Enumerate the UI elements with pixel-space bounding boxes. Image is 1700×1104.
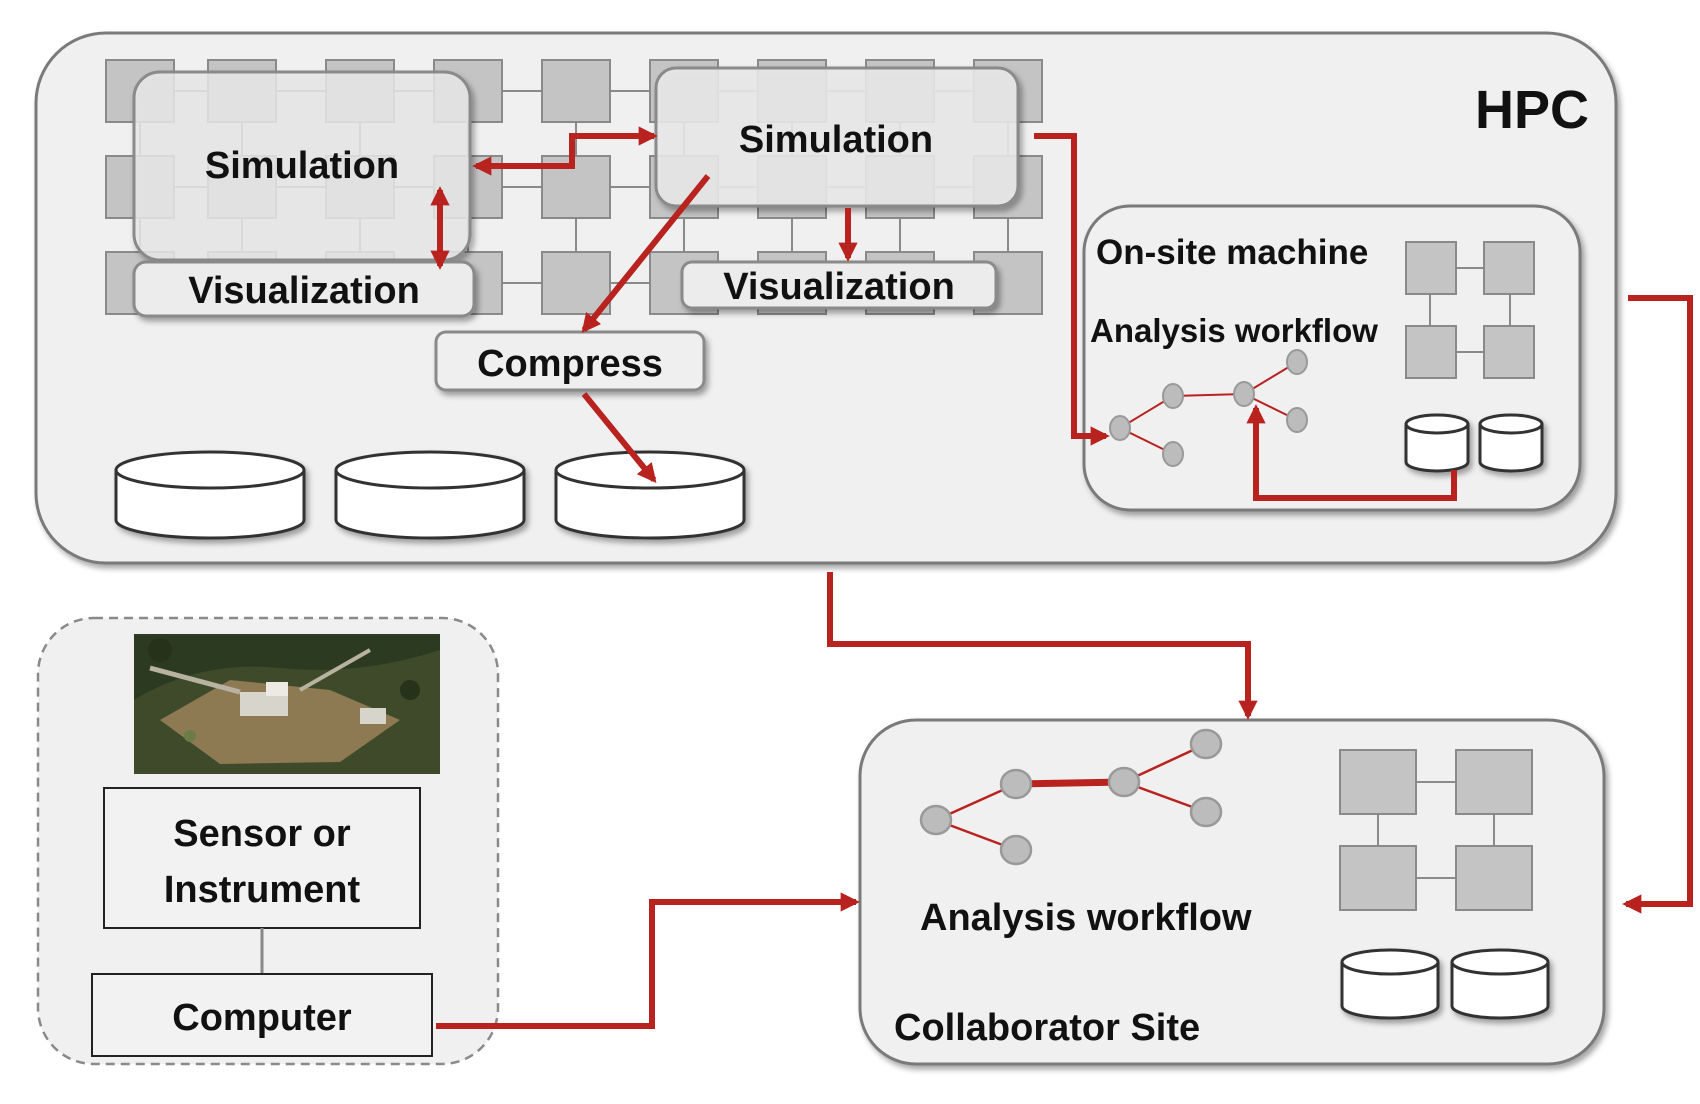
workflow-node [999, 768, 1033, 800]
workflow-node [1162, 441, 1184, 467]
data-flow-arrows [430, 126, 1693, 1029]
workflow-node [1286, 407, 1308, 433]
workflow-node [1189, 728, 1223, 760]
arrow-sim-exchange [472, 126, 658, 176]
workflow-node [1107, 766, 1141, 798]
storage-drum [1340, 948, 1440, 1020]
arrow-computer-collaborator [436, 892, 860, 1029]
workflow-node [1233, 381, 1255, 407]
simulation-left-label: Simulation [205, 145, 399, 187]
compress-label: Compress [477, 343, 663, 385]
onsite-machine-panel: On-site machine Analysis workflow [1082, 204, 1582, 512]
storage-drum [1478, 413, 1544, 473]
workflow-node [1162, 383, 1184, 409]
visualization-right-label: Visualization [723, 266, 955, 308]
sensor-label-line2: Instrument [164, 869, 361, 911]
onsite-storage [1404, 413, 1544, 473]
aerial-facility-photo [134, 634, 440, 774]
compute-node [541, 59, 611, 123]
onsite-title: On-site machine [1096, 233, 1368, 272]
collaborator-storage [1340, 948, 1550, 1020]
storage-drum [334, 450, 526, 540]
collaborator-workflow-label: Analysis workflow [920, 897, 1252, 939]
hpc-storage [114, 450, 746, 540]
instrument-panel: Sensor or Instrument Computer [36, 616, 500, 1066]
compute-node [541, 251, 611, 315]
workflow-node [1109, 415, 1131, 441]
workflow-node [999, 834, 1033, 866]
hpc-title: HPC [1475, 80, 1589, 140]
onsite-workflow-graph [1109, 349, 1308, 467]
collaborator-title: Collaborator Site [894, 1007, 1200, 1049]
compress-box: Compress [434, 330, 706, 392]
arrow-sim-compress [581, 174, 711, 333]
collaborator-workflow-graph [919, 728, 1223, 866]
storage-drum [114, 450, 306, 540]
arrow-sim-onsite [1034, 133, 1110, 446]
collaborator-panel: Collaborator Site Analysis workflow [858, 718, 1606, 1066]
sensor-box: Sensor or Instrument [103, 787, 421, 929]
visualization-left: Visualization [132, 260, 476, 318]
onsite-node-grid [1405, 241, 1535, 379]
collaborator-node-grid [1339, 749, 1533, 911]
simulation-right: Simulation [654, 66, 1020, 208]
visualization-right: Visualization [680, 260, 998, 310]
workflow-node [919, 804, 953, 836]
workflow-node [1189, 796, 1223, 828]
arrow-compress-storage [581, 392, 657, 483]
arrow-onsite-collaborator [1622, 295, 1693, 914]
storage-drum [554, 450, 746, 540]
onsite-workflow-label: Analysis workflow [1090, 312, 1378, 349]
simulation-left: Simulation [132, 70, 472, 262]
computer-box: Computer [91, 973, 433, 1057]
storage-drum [1450, 948, 1550, 1020]
simulation-right-label: Simulation [739, 119, 933, 161]
sensor-label-line1: Sensor or [173, 813, 351, 855]
computer-label: Computer [172, 997, 352, 1039]
workflow-node [1286, 349, 1308, 375]
storage-drum [1404, 413, 1470, 473]
visualization-left-label: Visualization [188, 270, 420, 312]
arrow-hpc-collaborator [827, 572, 1258, 720]
arrow-onsite-storage-workflow [1246, 404, 1457, 501]
hpc-panel: HPC Simulation Visualization Simulation … [34, 31, 1618, 565]
